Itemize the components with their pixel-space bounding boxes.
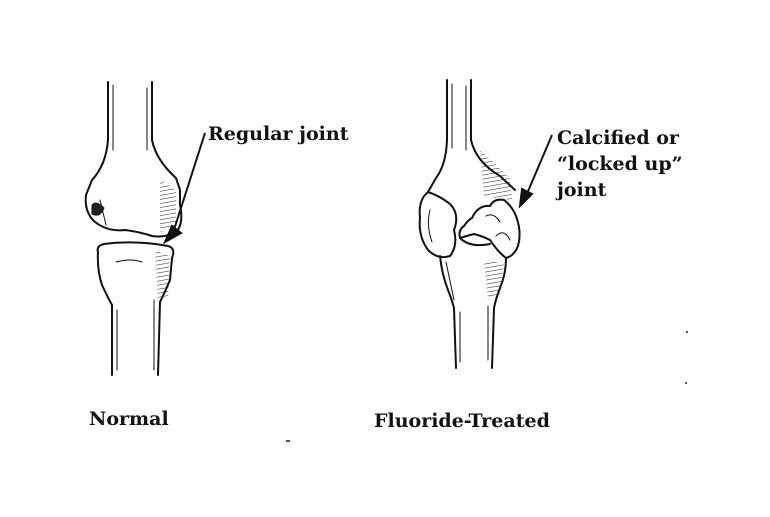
calcified-label-line-1: Calcified or [557,127,679,149]
scan-specks [286,331,688,442]
normal-joint-drawing [84,81,183,376]
regular-joint-label: Regular joint [208,123,349,145]
calcified-mass-left [418,191,458,259]
normal-femur-condyle [84,189,183,238]
normal-caption: Normal [89,408,169,430]
calcified-joint-label: Calcified or “locked up” joint [557,125,683,203]
calcified-label-line-3: joint [557,179,607,201]
fluoride-treated-caption: Fluoride-Treated [374,410,550,432]
fluoride-tibia-head [439,255,455,309]
calcified-joint-arrow [518,134,553,209]
regular-joint-arrow [162,132,206,245]
fluoride-joint-drawing [418,79,521,369]
fluoride-femur-shaft [427,79,448,193]
calcified-mass-right [458,198,521,259]
normal-femur-shaft [85,81,109,196]
fluoride-tibia-shaft [453,307,457,369]
calcified-label-line-2: “locked up” [557,153,683,175]
